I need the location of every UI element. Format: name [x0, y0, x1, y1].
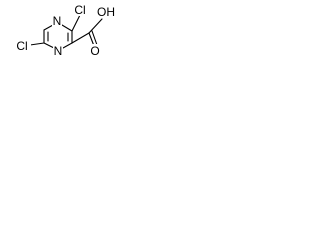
label-bg-n-top — [52, 14, 62, 27]
label-bg-n-bottom — [53, 44, 63, 57]
atom-o: O — [90, 44, 99, 58]
atom-oh: OH — [97, 5, 115, 19]
bond-c2-ccarboxyl — [71, 32, 90, 44]
bond-ccarboxyl-o-double — [91, 30, 98, 46]
atom-cl-top: Cl — [74, 3, 85, 17]
bond-ccarboxyl-oh — [88, 18, 103, 34]
label-bg-oh — [96, 5, 118, 18]
bond-c5-n4 — [43, 24, 54, 31]
label-bg-o — [89, 44, 101, 57]
atom-cl-left: Cl — [16, 39, 27, 53]
bond-ccarboxyl-o — [88, 32, 95, 47]
label-bg-cl-top — [73, 3, 88, 16]
atom-n-top: N — [53, 14, 62, 28]
pyrazine-carboxylic-acid-structure: N N Cl Cl OH O — [15, 3, 118, 58]
atom-n-bottom: N — [54, 44, 63, 58]
atom-labels: N N Cl Cl OH O — [15, 3, 118, 58]
bond-c6-cl — [29, 42, 45, 46]
bond-n1-c6 — [43, 42, 55, 49]
bond-c3-cl — [71, 14, 81, 32]
label-bg-cl-left — [15, 39, 31, 52]
bond-c2-n1 — [62, 42, 73, 49]
bond-n4-c3 — [61, 24, 73, 32]
bond-lines — [29, 14, 103, 49]
